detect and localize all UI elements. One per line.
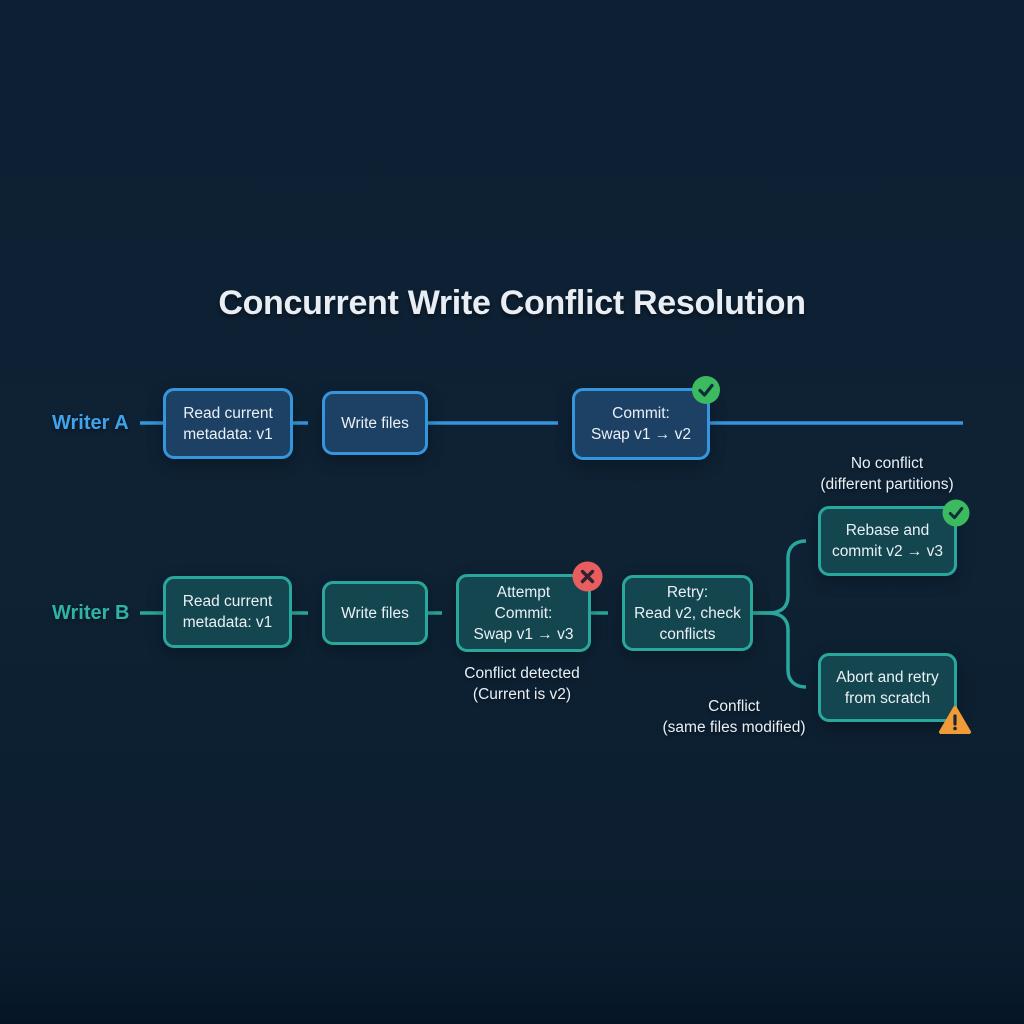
writer-a-box-read: Read current metadata: v1 (163, 388, 293, 459)
annotation-no-conflict: No conflict (different partitions) (820, 455, 954, 493)
writer-a-box-commit: Commit: Swap v1 → v2 (572, 388, 710, 460)
writer-a-box-write: Write files (322, 391, 428, 455)
diagram-title: Concurrent Write Conflict Resolution (218, 284, 806, 322)
writer-b-branch-up-to-rebase (753, 539, 807, 615)
writer-b-branch-down-to-abort (753, 611, 807, 689)
annotation-conflict-same-files: Conflict (same files modified) (662, 698, 806, 736)
writer-b-box-read-text: Read current metadata: v1 (182, 593, 273, 631)
writer-b-box-write-text: Write files (341, 604, 409, 622)
writer-b-box-read: Read current metadata: v1 (163, 576, 292, 648)
writer-b-label: Writer B (52, 602, 130, 624)
writer-a-box-read-text: Read current metadata: v1 (183, 404, 273, 443)
writer-a-box-commit-text: Commit: Swap v1 → v2 (591, 405, 691, 443)
annotation-conflict-detected: Conflict detected (Current is v2) (464, 665, 580, 703)
writer-b-box-retry-text: Retry: Read v2, check conflicts (634, 583, 741, 643)
warning-icon (938, 705, 972, 736)
outcome-box-rebase: Rebase and commit v2 → v3 (818, 506, 957, 576)
writer-a-label: Writer A (52, 412, 129, 434)
outcome-box-abort-text: Abort and retry from scratch (836, 668, 939, 707)
outcome-box-abort: Abort and retry from scratch (818, 653, 957, 722)
success-icon (691, 375, 721, 405)
error-icon (572, 561, 603, 592)
outcome-box-rebase-text: Rebase and commit v2 → v3 (831, 522, 944, 560)
writer-b-box-attempt-commit: Attempt Commit: Swap v1 → v3 (456, 574, 591, 652)
writer-a-box-write-text: Write files (341, 414, 409, 432)
writer-b-box-retry: Retry: Read v2, check conflicts (622, 575, 753, 651)
writer-b-box-write: Write files (322, 581, 428, 645)
writer-b-box-attempt-commit-text: Attempt Commit: Swap v1 → v3 (473, 583, 574, 643)
success-icon (942, 499, 970, 527)
